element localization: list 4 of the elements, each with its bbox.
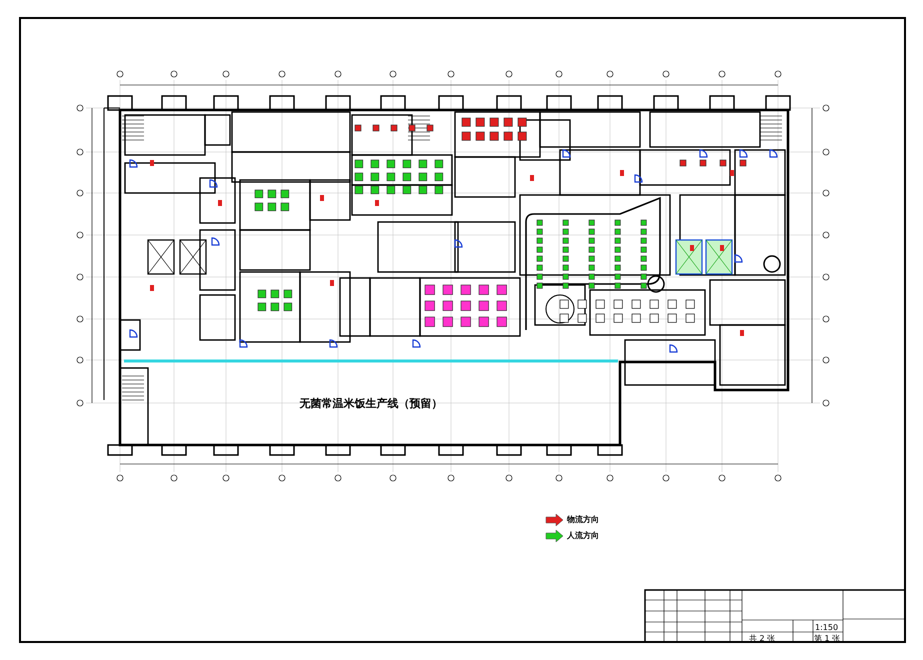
- legend-text: 人流方向: [567, 530, 599, 541]
- title-block-text: 1:150: [815, 623, 838, 632]
- legend-text: 物流方向: [567, 514, 599, 525]
- area-title: 无菌常温米饭生产线（预留）: [300, 396, 442, 411]
